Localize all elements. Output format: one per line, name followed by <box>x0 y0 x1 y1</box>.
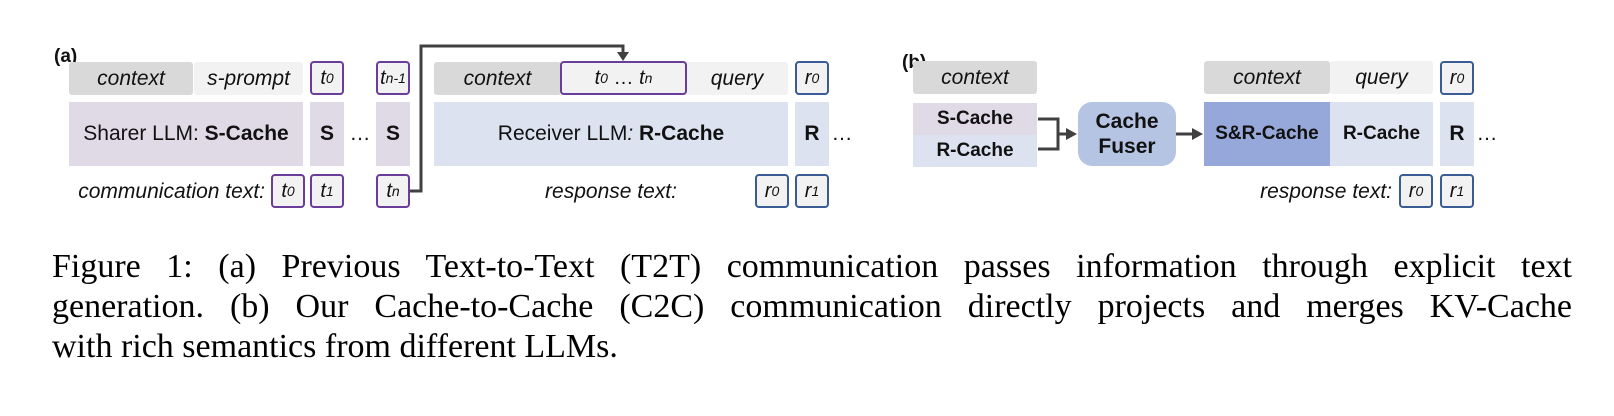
sharer-cache-slot-1: S <box>310 102 344 166</box>
fused-s-r-cache-block: S&R-Cache <box>1204 102 1330 166</box>
token-text: r <box>1408 179 1416 202</box>
token-subscript: 0 <box>600 70 608 86</box>
token-subscript: n-1 <box>385 70 406 86</box>
b-r-cache-block: R-Cache <box>913 135 1037 167</box>
receiver-cache-block: Receiver LLM: R-Cache <box>434 102 788 166</box>
receiver-ellipsis: … <box>831 122 853 145</box>
token-text: t <box>320 179 326 202</box>
to-fuser-arrowhead <box>1066 128 1077 140</box>
token-subscript: n <box>391 183 400 199</box>
r-cache-label: R-Cache <box>639 122 725 145</box>
token-text: r <box>804 179 812 202</box>
colon: : <box>627 122 640 145</box>
b-receiver-cache-slot: R <box>1440 102 1474 166</box>
b-response-text-label: response text: <box>1260 179 1392 203</box>
token-text: t <box>281 179 287 202</box>
token-subscript: 0 <box>771 183 780 199</box>
b-s-cache-block: S-Cache <box>913 103 1037 135</box>
token-ellipsis: … <box>607 66 640 89</box>
caption-line-2: generation. (b) Our Cache-to-Cache (C2C)… <box>52 288 1572 325</box>
response-text-label: response text: <box>434 175 788 208</box>
token-text: t <box>639 66 645 89</box>
token-text: r <box>1449 66 1457 89</box>
receiver-context-box: context <box>434 62 561 95</box>
b-receiver-context-box: context <box>1204 61 1330 94</box>
panel-a-label: (a) <box>54 46 78 67</box>
token-text: t <box>320 66 326 89</box>
sharer-cache-slot-n: S <box>376 102 410 166</box>
token-subscript: 1 <box>1456 183 1465 199</box>
token-subscript: 0 <box>325 70 334 86</box>
token-subscript: 1 <box>811 183 820 199</box>
sharer-ellipsis: … <box>349 122 371 145</box>
token-text: t <box>380 66 386 89</box>
s-cache-label: S-Cache <box>204 122 289 145</box>
fuser-line-2: Fuser <box>1098 135 1156 158</box>
sharer-cache-block: Sharer LLM: S-Cache <box>69 102 303 166</box>
token-text: r <box>1449 179 1457 202</box>
s-cache-connector <box>1038 117 1060 134</box>
b-context-box: context <box>913 61 1037 94</box>
response-label-text: response text: <box>545 179 677 203</box>
from-fuser-arrowhead <box>1192 128 1203 140</box>
receiver-llm-label: Receiver LLM <box>497 122 628 145</box>
token-text: t <box>386 179 392 202</box>
t2t-transfer-arrow <box>410 44 625 193</box>
fuser-line-1: Cache <box>1095 110 1159 133</box>
token-subscript: 0 <box>811 70 820 86</box>
token-subscript: 1 <box>325 183 334 199</box>
b-receiver-ellipsis: … <box>1476 122 1498 145</box>
sharer-llm-label: Sharer LLM: <box>83 122 205 145</box>
token-text: r <box>804 66 812 89</box>
token-subscript: 0 <box>1456 70 1465 86</box>
token-subscript: n <box>644 70 653 86</box>
t2t-arrowhead <box>617 52 629 61</box>
caption-line-1: Figure 1: (a) Previous Text-to-Text (T2T… <box>52 248 1572 285</box>
r-cache-connector <box>1038 134 1060 151</box>
communication-text-label: communication text: <box>78 179 265 203</box>
token-text: t <box>594 66 601 89</box>
b-receiver-query-box: query <box>1330 61 1433 94</box>
receiver-query-box: query <box>710 66 764 90</box>
token-subscript: 0 <box>1415 183 1424 199</box>
sharer-prompt-box: s-prompt <box>194 62 303 95</box>
caption-line-3: with rich semantics from different LLMs. <box>52 328 618 365</box>
b-r-cache-block-main: R-Cache <box>1330 102 1433 166</box>
token-text: r <box>764 179 772 202</box>
sharer-context-box: context <box>69 62 193 95</box>
token-subscript: 0 <box>286 183 295 199</box>
figure-caption: Figure 1: (a) Previous Text-to-Text (T2T… <box>52 247 1572 367</box>
receiver-cache-slot: R <box>795 102 829 166</box>
